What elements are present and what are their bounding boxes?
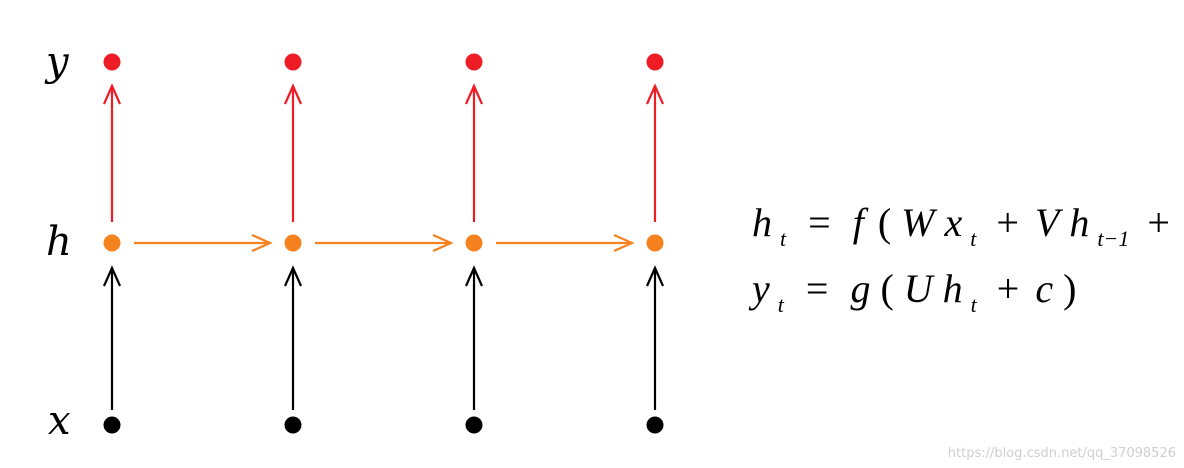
- node-y-2: [284, 53, 302, 71]
- arrow-h2-to-h3-head: [432, 233, 454, 253]
- eq1-W: W: [901, 200, 938, 245]
- eq1-h: h: [752, 200, 772, 245]
- label-x: x: [48, 398, 71, 444]
- equation-hidden-state: h t = f ( W x t + V h t−1 + b ): [752, 200, 1184, 255]
- eq2-sub-t: t: [778, 292, 785, 317]
- node-x-2: [284, 416, 302, 434]
- node-x-3: [465, 416, 483, 434]
- label-y: y: [44, 39, 70, 85]
- node-y-3: [465, 53, 483, 71]
- arrow-h3-to-h4-head: [613, 233, 635, 253]
- node-h-2: [284, 234, 302, 252]
- label-h: h: [46, 219, 72, 265]
- node-y-1: [103, 53, 121, 71]
- node-h-3: [465, 234, 483, 252]
- arrow-h-to-y-4: [645, 83, 665, 222]
- eq1-sub-t2: t: [970, 226, 977, 251]
- arrow-x-to-h-2-head: [283, 265, 303, 287]
- arrow-h-to-y-4-head: [645, 83, 665, 105]
- arrow-h2-to-h3: [315, 233, 454, 253]
- eq2-g: g: [850, 266, 870, 311]
- input-to-hidden-arrows: [102, 265, 665, 410]
- eq2-plus: +: [997, 266, 1020, 311]
- input-nodes: [103, 416, 664, 434]
- arrow-x-to-h-1: [102, 265, 122, 410]
- eq2-U: U: [904, 266, 936, 311]
- eq2-c: c: [1035, 266, 1053, 311]
- hidden-nodes: [103, 234, 664, 252]
- node-h-1: [103, 234, 121, 252]
- eq1-h2: h: [1069, 200, 1089, 245]
- arrow-x-to-h-3: [464, 265, 484, 410]
- eq1-sub-t-minus-1: t−1: [1097, 226, 1129, 251]
- eq2-equals: =: [806, 266, 829, 311]
- arrow-h-to-y-3-head: [464, 83, 484, 105]
- equation-output: y t = g ( U h t + c ): [748, 266, 1076, 321]
- eq2-sub-t2: t: [971, 292, 978, 317]
- eq1-open-paren: (: [878, 200, 891, 245]
- arrow-h-to-y-2: [283, 83, 303, 222]
- hidden-to-output-arrows: [102, 83, 665, 222]
- arrow-h-to-y-3: [464, 83, 484, 222]
- arrow-x-to-h-4: [645, 265, 665, 410]
- arrow-h1-to-h2: [134, 233, 273, 253]
- eq1-plus-2: +: [1147, 200, 1170, 245]
- eq1-x: x: [943, 200, 962, 245]
- eq1-equals: =: [808, 200, 831, 245]
- node-x-4: [646, 416, 664, 434]
- node-y-4: [646, 53, 664, 71]
- node-x-1: [103, 416, 121, 434]
- arrow-x-to-h-1-head: [102, 265, 122, 287]
- eq1-sub-t: t: [780, 226, 787, 251]
- eq1-plus-1: +: [996, 200, 1019, 245]
- output-nodes: [103, 53, 664, 71]
- node-h-4: [646, 234, 664, 252]
- arrow-x-to-h-3-head: [464, 265, 484, 287]
- watermark-text: https://blog.csdn.net/qq_37098526: [948, 446, 1176, 461]
- eq2-h: h: [943, 266, 963, 311]
- recurrent-arrows: [134, 233, 635, 253]
- eq1-f: f: [853, 200, 869, 245]
- arrow-x-to-h-2: [283, 265, 303, 410]
- arrow-x-to-h-4-head: [645, 265, 665, 287]
- arrow-h3-to-h4: [496, 233, 635, 253]
- eq2-close-paren: ): [1063, 266, 1076, 311]
- eq2-open-paren: (: [880, 266, 893, 311]
- arrow-h-to-y-2-head: [283, 83, 303, 105]
- arrow-h-to-y-1: [102, 83, 122, 222]
- arrow-h-to-y-1-head: [102, 83, 122, 105]
- eq1-V: V: [1035, 200, 1064, 245]
- arrow-h1-to-h2-head: [251, 233, 273, 253]
- eq2-y: y: [748, 266, 770, 311]
